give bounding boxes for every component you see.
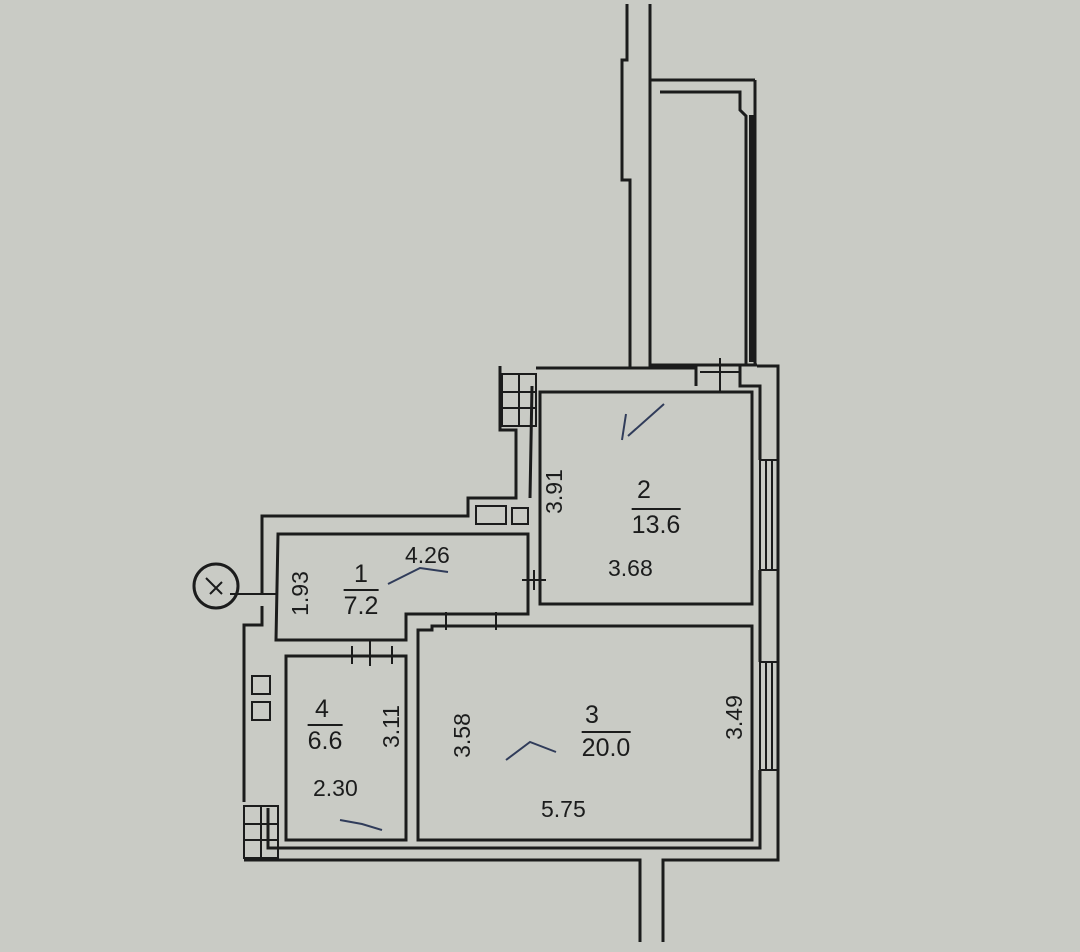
entrance-marker — [192, 562, 240, 610]
entrance-arrow-icon — [205, 577, 223, 595]
window-room-2 — [759, 459, 779, 571]
room-3-number: 3 — [585, 701, 599, 729]
room-4-area: 6.6 — [307, 724, 343, 754]
room-1-number: 1 — [354, 560, 368, 588]
room-3-width: 5.75 — [541, 796, 586, 822]
room-2-width: 3.68 — [608, 555, 653, 581]
room-4-width: 2.30 — [313, 775, 358, 801]
vent-shaft-top — [501, 373, 537, 427]
room-2-height: 3.91 — [540, 469, 567, 514]
window-room-3 — [759, 661, 779, 771]
room-4-number: 4 — [315, 695, 329, 723]
door-marks — [351, 358, 740, 666]
corridor-wall-top — [620, 4, 755, 368]
room-3-left-height: 3.58 — [448, 713, 475, 758]
room-4-height: 3.11 — [378, 704, 405, 749]
room-1-outline — [274, 532, 530, 642]
balcony — [648, 80, 757, 367]
room-2-number: 2 — [637, 476, 651, 504]
outer-wall — [242, 364, 780, 942]
room-4-outline — [284, 654, 408, 842]
room-2-outline — [538, 390, 754, 606]
room-1-width: 4.26 — [405, 542, 450, 568]
room-3-area: 20.0 — [581, 731, 631, 761]
room-1-height: 1.93 — [286, 571, 313, 616]
check-marks — [339, 403, 665, 831]
room-3-right-height: 3.49 — [720, 695, 747, 740]
room-1-area: 7.2 — [343, 589, 379, 619]
inner-shell — [266, 366, 762, 850]
plumbing-boxes — [251, 505, 529, 721]
room-2-area: 13.6 — [631, 508, 681, 538]
vent-shaft-bottom — [243, 805, 279, 859]
room-3-outline — [416, 624, 754, 842]
